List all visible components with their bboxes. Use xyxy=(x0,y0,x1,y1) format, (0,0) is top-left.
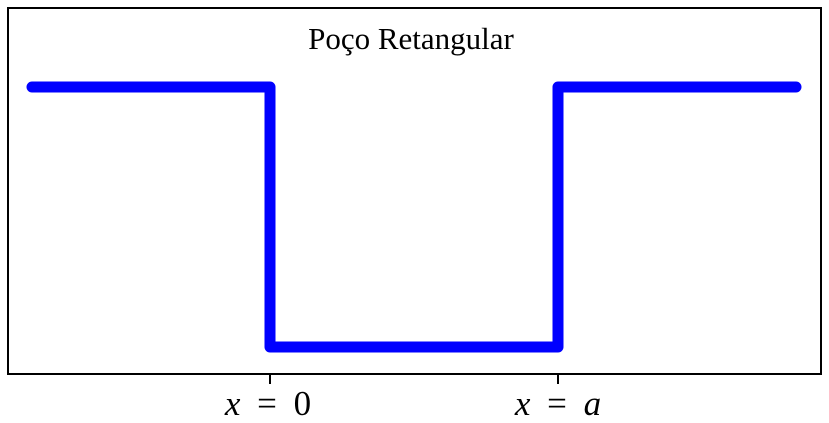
label-equals: = xyxy=(257,384,277,423)
plot-frame xyxy=(7,7,822,375)
label-x-var: x xyxy=(224,384,241,423)
label-x-var: x xyxy=(514,384,531,423)
diagram-title: Poço Retangular xyxy=(308,21,514,56)
label-zero: 0 xyxy=(294,384,312,423)
well-potential-line xyxy=(26,81,802,353)
label-equals: = xyxy=(547,384,567,423)
label-a: a xyxy=(584,384,602,423)
label-x-equals-a: x = a xyxy=(514,384,601,423)
label-x-equals-zero: x = 0 xyxy=(224,384,311,423)
